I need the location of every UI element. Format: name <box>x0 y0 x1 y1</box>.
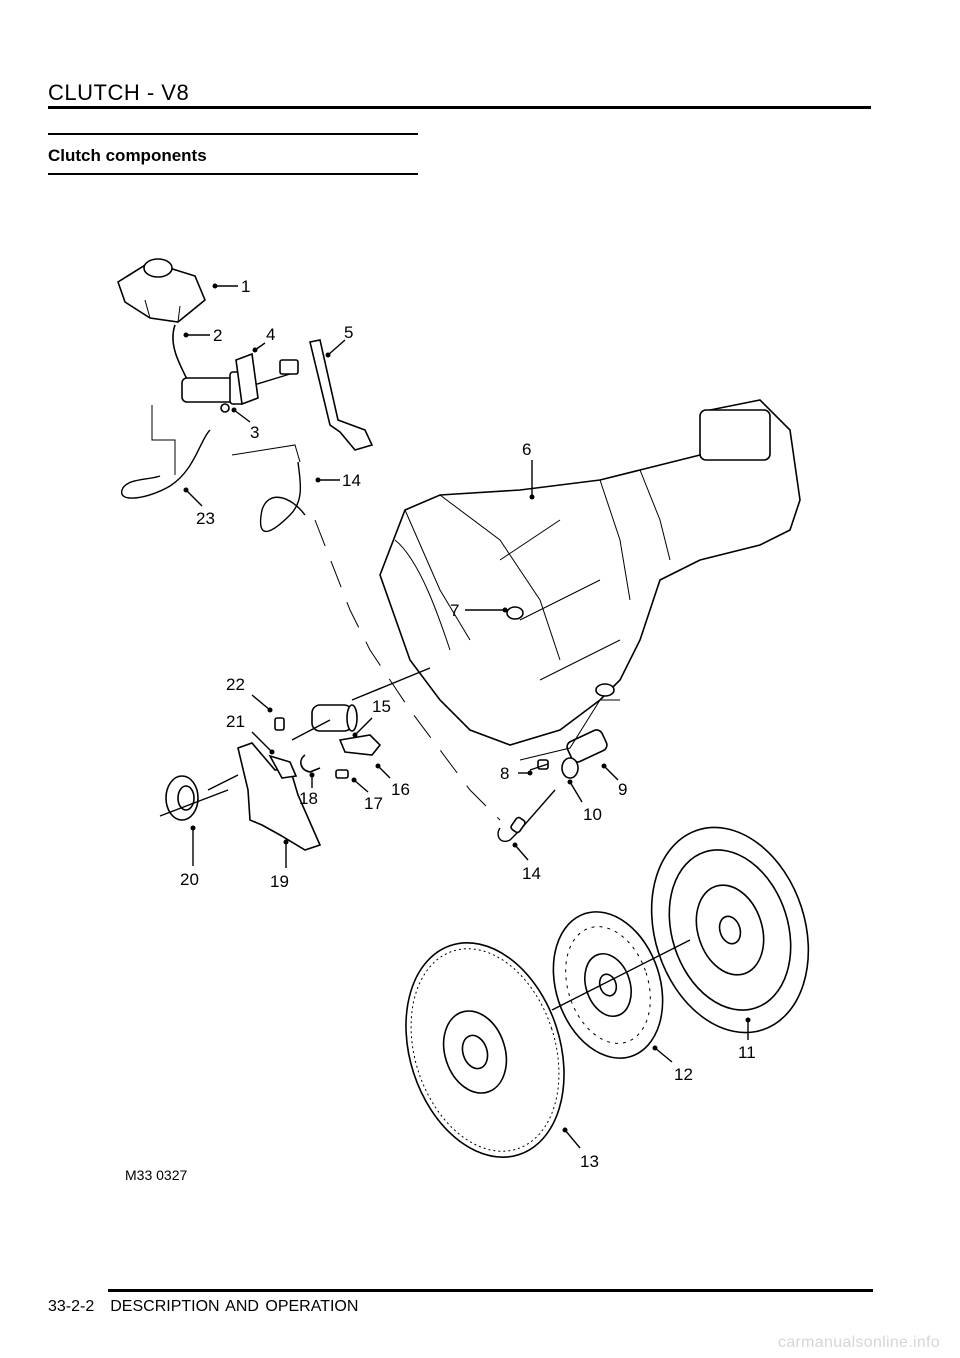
callout-8: 8 <box>500 764 509 783</box>
callout-13: 13 <box>580 1152 599 1171</box>
callout-9: 9 <box>618 780 627 799</box>
part-release-bearing <box>159 774 239 821</box>
part-slave-cylinder <box>519 699 620 779</box>
header-rule <box>48 106 871 109</box>
part-gearbox <box>379 399 801 746</box>
leader-lines <box>183 283 751 1149</box>
footer-page-number: 33-2-2 <box>48 1298 95 1315</box>
callout-2: 2 <box>213 326 222 345</box>
part-pressure-plate <box>650 826 810 1034</box>
callout-14-lower: 14 <box>522 864 541 883</box>
callout-16: 16 <box>391 780 410 799</box>
callout-14-upper: 14 <box>342 471 361 490</box>
footer-rule <box>108 1289 873 1292</box>
footer-section-label: DESCRIPTION AND OPERATION <box>110 1298 359 1315</box>
part-flywheel <box>405 942 565 1158</box>
callout-3: 3 <box>250 423 259 442</box>
callout-7: 7 <box>450 601 459 620</box>
watermark-text: carmanualsonline.info <box>778 1334 940 1351</box>
part-master-cylinder <box>181 352 299 413</box>
page-footer: 33-2-2 DESCRIPTION AND OPERATION <box>48 1298 358 1316</box>
callout-5: 5 <box>344 323 353 342</box>
section-title: Clutch components <box>48 146 207 165</box>
callout-22: 22 <box>226 675 245 694</box>
figure-reference: M33 0327 <box>125 1167 187 1183</box>
part-fork-pivot <box>291 667 431 779</box>
callout-6: 6 <box>522 440 531 459</box>
callout-21: 21 <box>226 712 245 731</box>
part-clutch-disc <box>552 911 664 1059</box>
part-release-fork <box>237 742 322 851</box>
callout-12: 12 <box>674 1065 693 1084</box>
section-rule-bottom <box>48 173 418 175</box>
callout-19: 19 <box>270 872 289 891</box>
section-rule-top <box>48 133 418 135</box>
part-lower-hose <box>497 789 556 842</box>
callout-17: 17 <box>364 794 383 813</box>
callout-23: 23 <box>196 509 215 528</box>
part-pedal <box>309 339 374 451</box>
part-clip-21 <box>268 754 298 779</box>
page-header-title: CLUTCH - V8 <box>48 80 190 105</box>
callout-20: 20 <box>180 870 199 889</box>
callout-11: 11 <box>738 1043 756 1062</box>
callout-10: 10 <box>583 805 602 824</box>
callout-4: 4 <box>266 325 275 344</box>
callout-1: 1 <box>241 277 250 296</box>
part-upper-hose <box>259 461 306 532</box>
callout-18: 18 <box>299 789 318 808</box>
part-pipe <box>121 429 211 499</box>
part-bolt-22 <box>274 717 285 731</box>
callout-15: 15 <box>372 697 391 716</box>
part-reservoir <box>117 258 206 323</box>
